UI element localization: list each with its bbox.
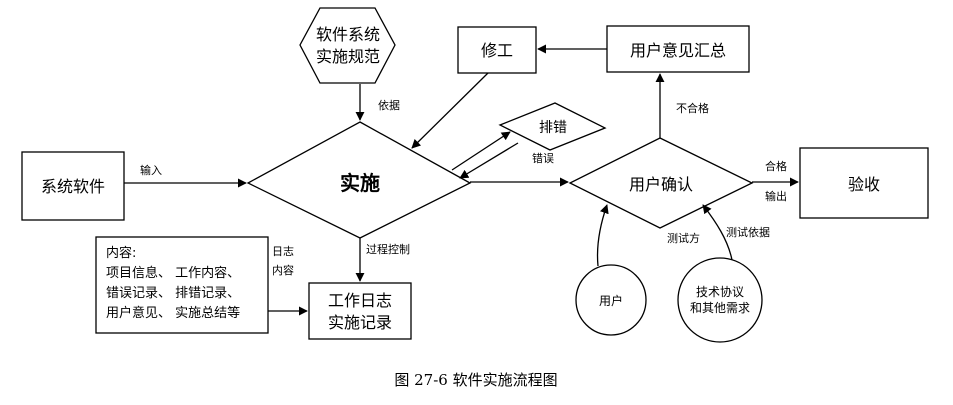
label-error: 错误 — [532, 151, 554, 165]
edge-user-confirm — [596, 204, 609, 267]
note-line-4: 用户意见、 实施总结等 — [106, 305, 240, 321]
label-output: 输出 — [765, 189, 787, 203]
label-qualified: 合格 — [765, 159, 787, 173]
fix-box — [457, 26, 537, 74]
fix-label: 修工 — [481, 41, 513, 60]
system-software-box — [21, 151, 125, 221]
tech-circle — [677, 257, 763, 343]
edge-fix-implement — [411, 72, 489, 149]
note-line-3: 错误记录、 排错记录、 — [106, 286, 240, 301]
label-log-content-1: 日志 — [272, 245, 294, 258]
label-unqualified: 不合格 — [676, 101, 709, 115]
confirm-diamond — [568, 137, 754, 229]
edge-tech-confirm — [702, 204, 733, 261]
spec-label-2: 实施规范 — [316, 47, 380, 66]
log-label-1: 工作日志 — [328, 291, 392, 310]
figure-caption: 图 27-6 软件实施流程图 — [394, 371, 557, 389]
tech-label-2: 和其他需求 — [690, 301, 750, 315]
label-tester: 测试方 — [667, 231, 700, 245]
label-input: 输入 — [140, 163, 162, 177]
edge-troubleshoot-implement — [459, 142, 519, 179]
label-log-content-2: 内容 — [272, 263, 294, 277]
spec-hexagon — [299, 7, 396, 84]
label-test-basis: 测试依据 — [726, 225, 770, 239]
log-label-2: 实施记录 — [328, 313, 392, 332]
troubleshoot-label: 排错 — [539, 120, 567, 136]
edge-implement-troubleshoot — [451, 131, 511, 171]
label-basis: 依据 — [378, 98, 400, 112]
log-box — [308, 282, 412, 340]
label-process-control: 过程控制 — [366, 242, 410, 256]
note-line-1: 内容: — [106, 245, 136, 261]
content-note-box — [95, 236, 269, 334]
implement-label: 实施 — [340, 171, 380, 195]
user-circle — [575, 264, 647, 336]
troubleshoot-diamond — [498, 102, 607, 151]
user-label: 用户 — [599, 293, 623, 308]
spec-label-1: 软件系统 — [316, 25, 380, 44]
note-line-2: 项目信息、 工作内容、 — [106, 265, 240, 281]
accept-box — [799, 147, 929, 219]
tech-label-1: 技术协议 — [696, 284, 744, 299]
summary-label: 用户意见汇总 — [630, 41, 726, 60]
confirm-label: 用户确认 — [629, 175, 693, 194]
accept-label: 验收 — [848, 175, 880, 194]
system-software-label: 系统软件 — [41, 177, 105, 196]
